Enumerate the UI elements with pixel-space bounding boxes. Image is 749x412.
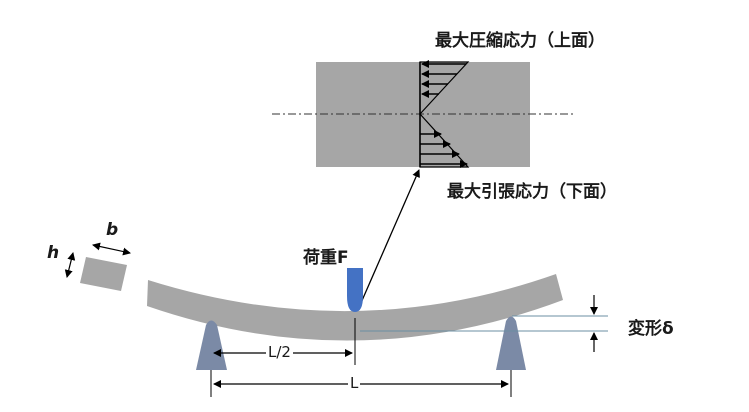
max-tensile-stress-label: 最大引張応力（下面） [447,182,617,202]
left-support [196,320,227,370]
load-label: 荷重F [303,248,349,268]
height-dimension-line [64,252,76,278]
compressive-stress-arrows [421,60,466,98]
load-indenter [347,268,363,312]
max-compressive-stress-label: 最大圧縮応力（上面） [435,31,605,51]
span-label: L [348,374,361,392]
height-label: h [47,243,60,263]
half-span-label: L/2 [266,343,293,361]
right-support [496,316,526,370]
deflection-label: 変形δ [628,319,674,339]
bent-beam [147,274,563,341]
specimen-cross-section [80,257,127,291]
width-dimension-line [92,242,131,256]
stress-distribution-triangle-top [419,61,470,116]
section-pointer-line [356,169,420,313]
width-label: b [106,220,119,240]
tensile-stress-arrows [420,130,468,168]
